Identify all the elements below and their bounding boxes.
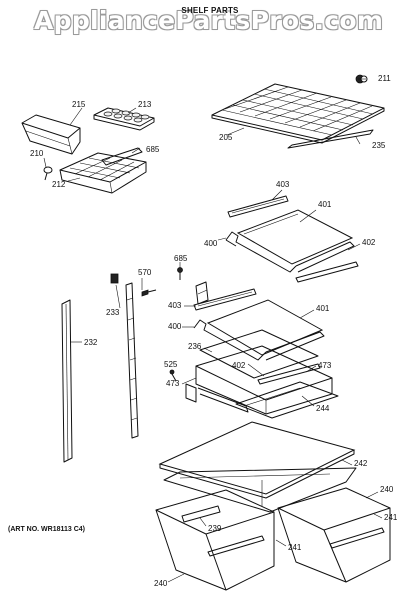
label-part-239: 239 [208,524,222,533]
label-part-232: 232 [84,338,98,347]
diagram-title: SHELF PARTS [181,6,239,15]
label-part-570: 570 [138,268,152,277]
label-part-210: 210 [30,149,44,158]
label-part-215: 215 [72,100,86,109]
label-part-402-upper: 402 [362,238,376,247]
label-part-211: 211 [378,74,391,83]
part-233-ladder-rail [125,282,139,439]
part-232-side-rail [61,299,73,463]
label-part-685-upper: 685 [146,145,160,154]
part-242-crisper-cover [158,421,356,499]
label-part-400-upper: 400 [204,239,218,248]
label-part-240-left: 240 [154,579,168,588]
part-240-crisper-drawer-left [155,489,275,591]
label-part-401-upper: 401 [318,200,332,209]
label-part-403-upper: 403 [276,180,290,189]
label-part-240-right: 240 [380,485,394,494]
art-number: (ART NO. WR18113 C4) [8,526,86,533]
label-part-212: 212 [52,180,66,189]
part-239-drawer-divider [181,505,221,523]
label-part-241-left: 241 [288,543,302,552]
part-242-cover-frame [163,467,357,513]
part-401-glass-shelf-upper [236,209,354,265]
label-part-235: 235 [372,141,386,150]
label-part-402-lower: 402 [232,361,246,370]
part-685-screw [177,267,183,280]
label-part-525: 525 [164,360,178,369]
label-part-473-left: 473 [166,379,180,388]
part-210-screw [43,166,53,181]
part-213-egg-tray [93,107,155,131]
part-402-trim-strip-lower [257,363,321,385]
part-403-shelf-rail-upper [227,195,289,218]
site-watermark: AppliancePartsPros.com [34,6,384,35]
part-685-rail [101,147,143,166]
label-part-403-lower: 403 [168,301,182,310]
part-403-shelf-rail-lower [193,288,257,311]
part-570-screw [141,289,157,297]
label-part-213: 213 [138,100,152,109]
part-235-trim-strip [287,129,374,149]
label-part-236: 236 [188,342,202,351]
leader-lines [43,78,383,583]
label-part-400-lower: 400 [168,322,182,331]
label-part-473-right: 473 [318,361,332,370]
label-part-242: 242 [354,459,368,468]
part-236-shelf-cover [199,329,319,379]
part-240-crisper-drawer-right [277,487,391,583]
label-part-205: 205 [219,133,233,142]
part-215-door-bin [21,114,81,155]
label-part-241-right: 241 [384,513,398,522]
label-part-401-lower: 401 [316,304,330,313]
part-244-drawer-support [235,381,339,419]
part-212-wire-tray [59,152,147,194]
part-402-trim-strip-upper [295,261,359,283]
part-233-clip [110,273,119,284]
label-part-233: 233 [106,308,120,317]
part-570-bracket [195,281,209,305]
part-401-glass-shelf-lower [206,299,324,356]
part-400-shelf-frame-upper [225,231,355,273]
part-525-screw [169,369,177,382]
part-205-wire-shelf [211,83,385,144]
label-part-685-lower: 685 [174,254,188,263]
part-400-shelf-frame-lower [193,319,325,361]
label-part-244: 244 [316,404,330,413]
